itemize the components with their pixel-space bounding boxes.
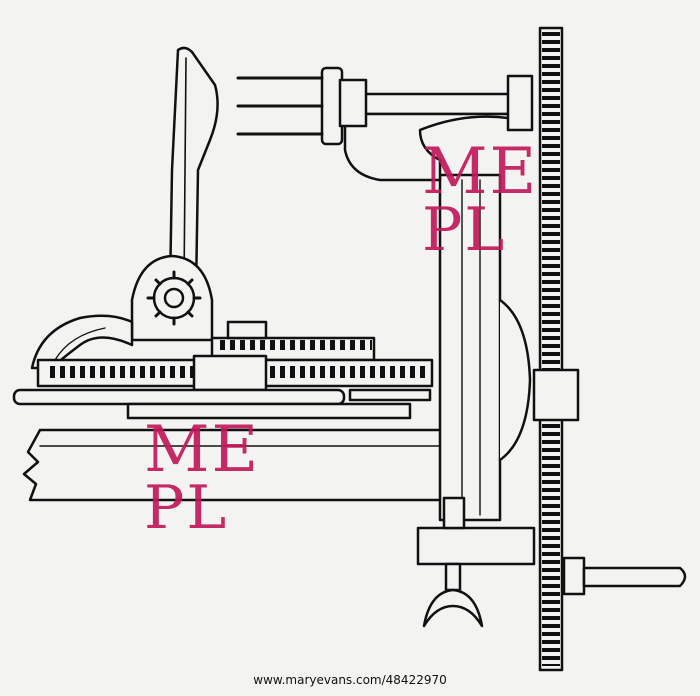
watermark-line-1: ME bbox=[422, 135, 539, 209]
watermark-top: ME PL bbox=[422, 140, 538, 260]
watermark-line-1: ME bbox=[144, 413, 261, 487]
watermark-line-2: PL bbox=[422, 195, 507, 265]
base-clamp bbox=[416, 496, 536, 628]
lever-handle bbox=[168, 46, 219, 292]
curved-bracket bbox=[30, 314, 134, 370]
image-credit: www.maryevans.com/48422970 bbox=[253, 673, 447, 687]
pinion-sector bbox=[130, 254, 214, 342]
watermark-line-2: PL bbox=[144, 473, 229, 543]
vertical-column bbox=[438, 173, 532, 522]
long-rack bbox=[36, 354, 434, 392]
prongs bbox=[236, 76, 324, 136]
slide-bars bbox=[12, 388, 432, 420]
watermark-bottom: ME PL bbox=[144, 418, 260, 538]
large-gear-wheel bbox=[532, 26, 687, 672]
upper-rack bbox=[210, 320, 376, 362]
